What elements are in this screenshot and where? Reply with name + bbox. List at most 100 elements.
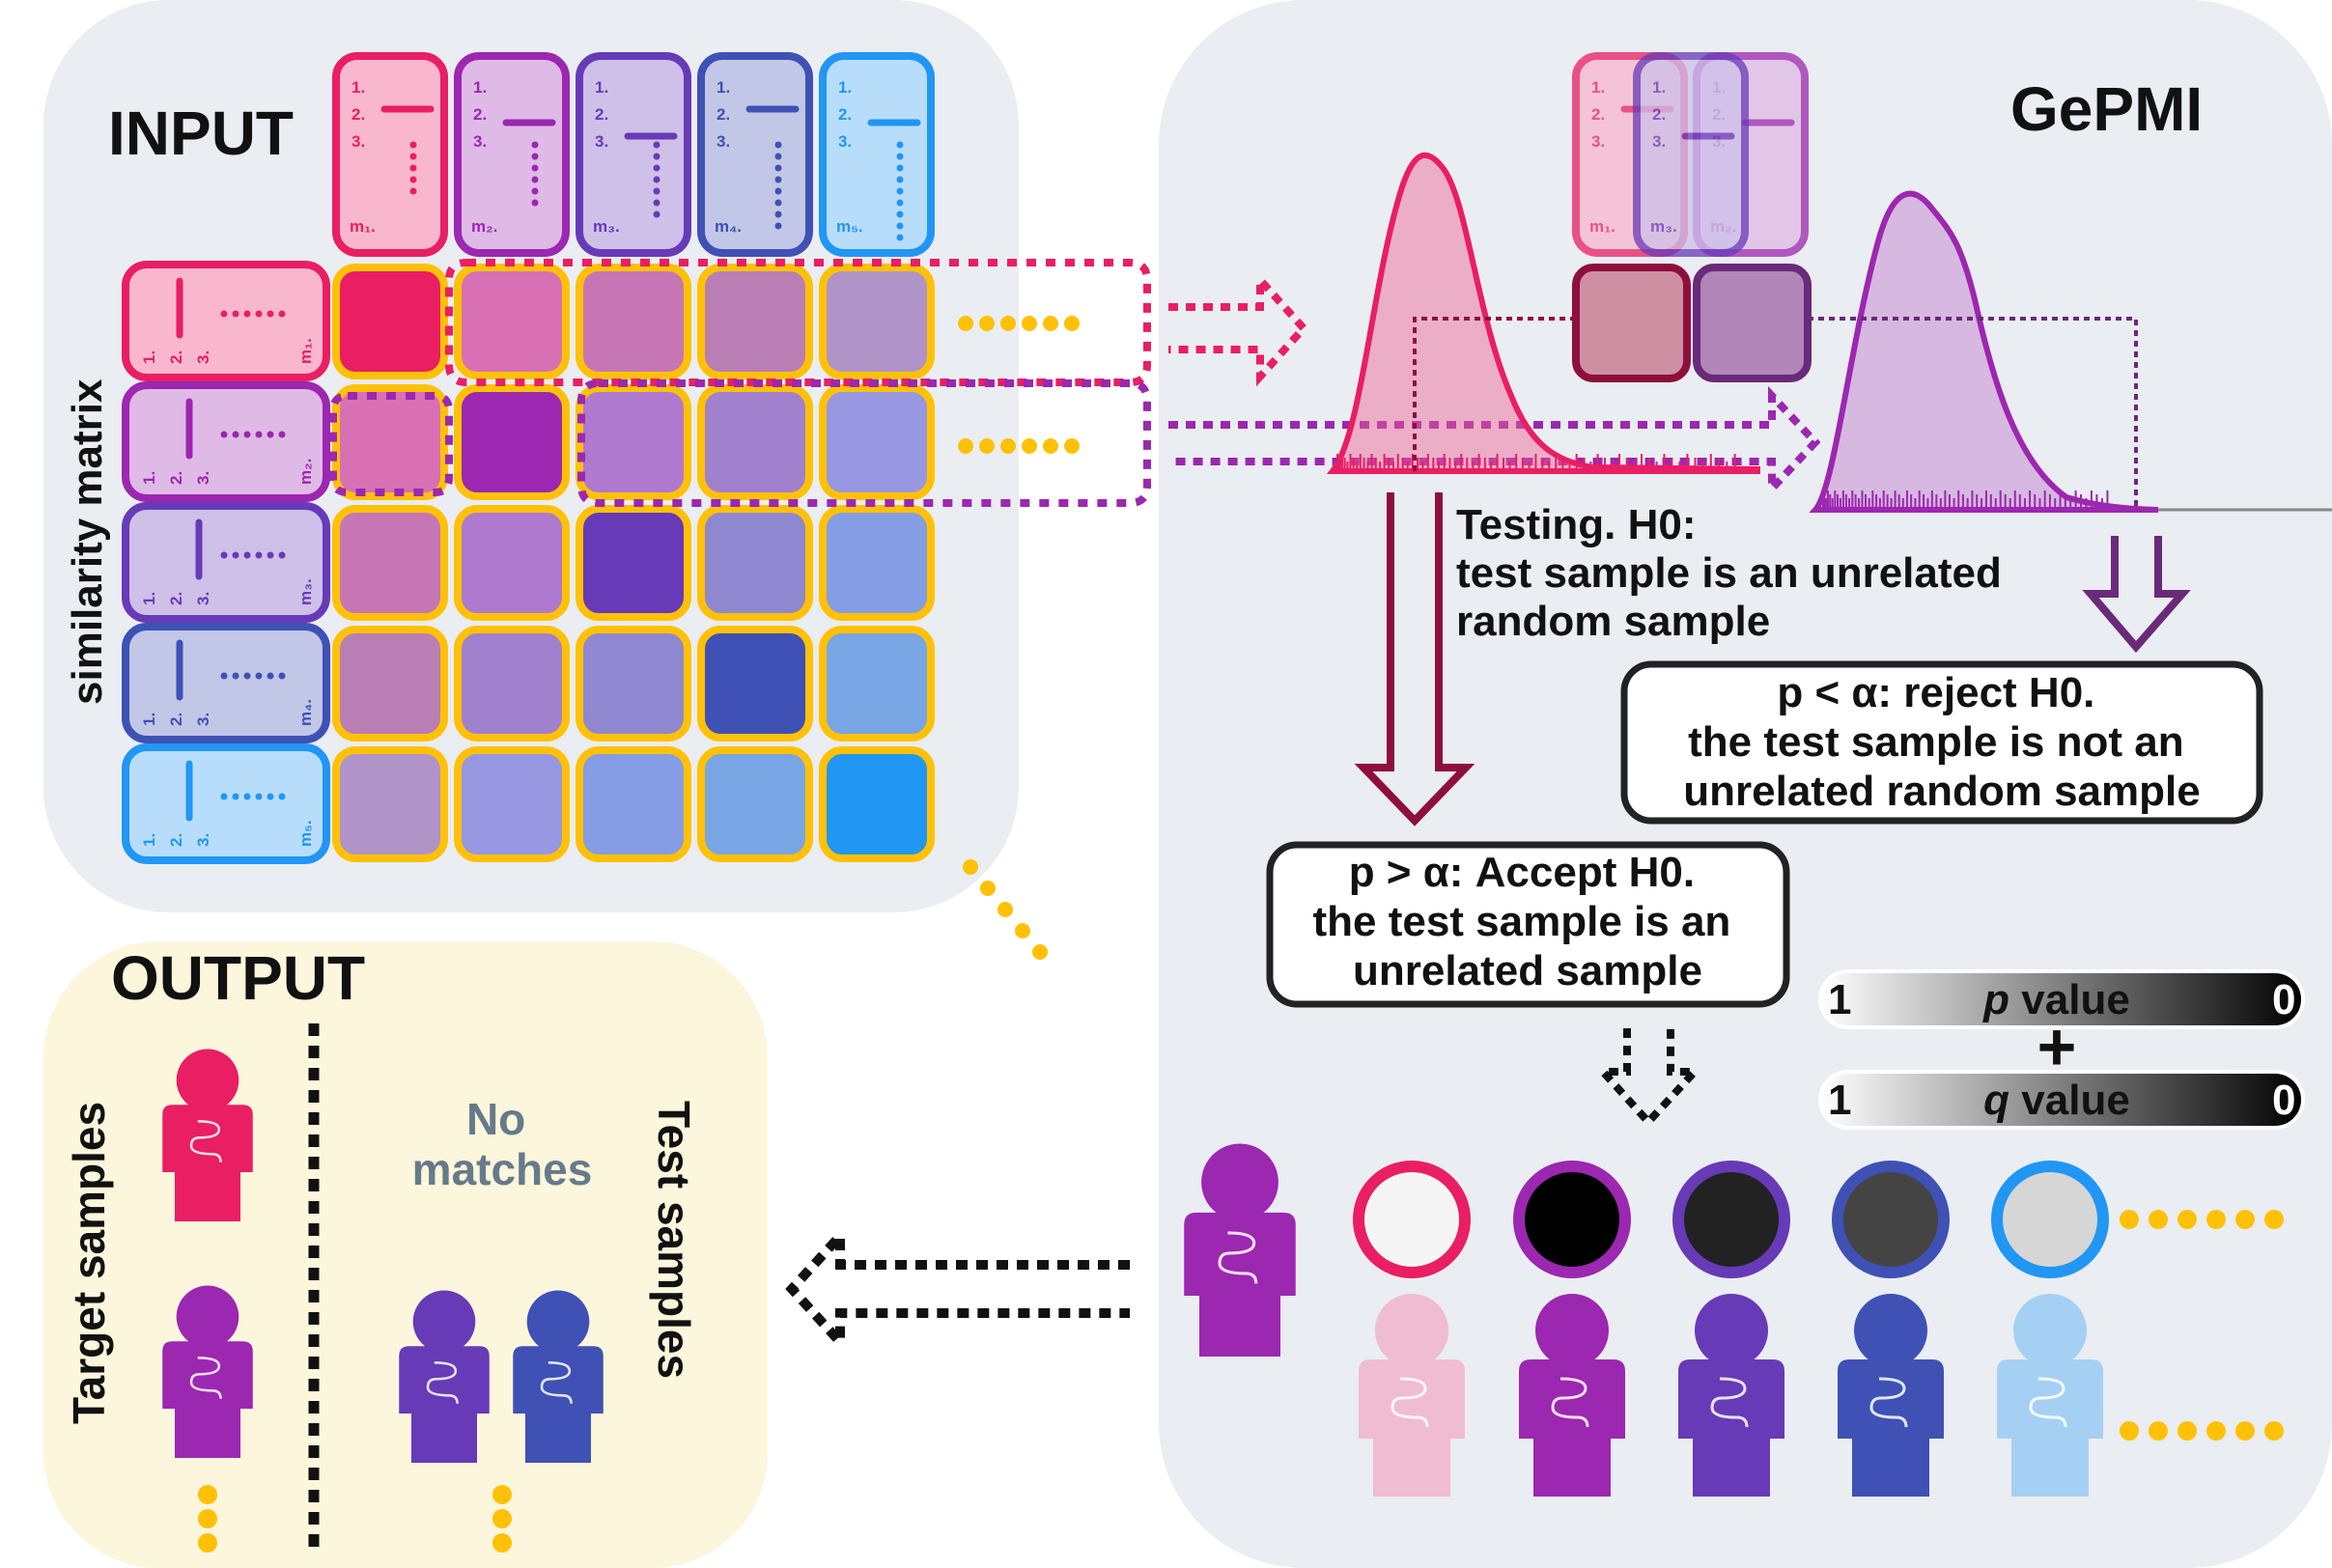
row1-loop — [445, 259, 1151, 386]
null-distribution-pink — [1326, 152, 1760, 474]
cell-2-3 — [576, 384, 691, 500]
p-scale-right: 0 — [2272, 976, 2295, 1023]
column-sample-2-dot — [531, 153, 539, 160]
cell-3-3 — [576, 505, 691, 621]
input-title: INPUT — [108, 98, 294, 168]
row-sample-1-index-3: 3. — [194, 350, 212, 364]
result-circle-2 — [1513, 1161, 1631, 1278]
results-more-dot-2 — [2120, 1421, 2139, 1441]
column-sample-1-name: m₁. — [350, 217, 376, 236]
row-sample-4-index-3: 3. — [194, 713, 212, 726]
reject-text-line-3: unrelated random sample — [1683, 768, 2200, 815]
column-sample-4-card — [697, 52, 813, 257]
row-sample-4-dot — [220, 672, 228, 680]
cell-5-4 — [697, 746, 813, 862]
row-sample-5-dot — [232, 793, 239, 800]
column-sample-2-dot — [531, 164, 539, 172]
column-sample-3-index-1: 1. — [595, 78, 608, 97]
column-sample-5-dot — [896, 210, 904, 218]
column-sample-2-name: m₂. — [471, 217, 497, 236]
matrix-more-dot — [1015, 923, 1030, 938]
mini-column-3-index-2: 2. — [1652, 105, 1666, 124]
compared-sample-columns: 1.2.3.m₁.1.2.3.m₂.1.2.3.m₃. — [1572, 52, 1809, 257]
test-statement-line-3: random sample — [1456, 598, 1770, 645]
results-arrow — [1593, 1028, 1704, 1128]
result-circle-4 — [1832, 1161, 1950, 1278]
p-scale-bar — [1818, 969, 2305, 1029]
cell-4-4 — [697, 626, 813, 742]
column-sample-3-dot — [653, 210, 660, 218]
row-sample-3-name: m₃. — [296, 578, 315, 605]
column-sample-1-dot — [409, 153, 417, 160]
matrix-more-dot — [963, 859, 978, 875]
row2-first-cell-loop — [329, 392, 453, 496]
cell-4-2 — [454, 626, 570, 742]
row-extraction-loops — [329, 259, 1151, 507]
test-statement-line-1: Testing. H0: — [1456, 501, 1697, 548]
row-sample-1-name: m₁. — [296, 338, 315, 364]
row-sample-4-name: m₄. — [296, 699, 315, 726]
accept-text-line-3: unrelated sample — [1353, 947, 1702, 994]
cell-3-1 — [332, 505, 448, 621]
row2-arrow — [1168, 385, 1821, 499]
results-more-dot-1 — [2177, 1210, 2197, 1229]
column-sample-4-dot — [774, 164, 782, 172]
column-sample-2-dot — [531, 176, 539, 183]
output-more-dot-1 — [198, 1485, 217, 1504]
reject-arrow — [2082, 536, 2191, 654]
column-sample-3-index-2: 2. — [595, 105, 608, 124]
row-sample-3-index-1: 1. — [140, 592, 158, 605]
row-sample-1-dot — [232, 310, 239, 318]
row-sample-3-index-2: 2. — [167, 592, 185, 605]
column-sample-1-card — [332, 52, 448, 257]
column-sample-4-dot — [774, 222, 782, 230]
matrix-more-dot — [997, 902, 1013, 917]
output-more-dot-1 — [198, 1509, 217, 1528]
column-sample-2-index-2: 2. — [473, 105, 487, 124]
row-sample-5-dot — [243, 793, 251, 800]
row-sample-3-dot — [255, 551, 263, 559]
row-1-more-dot — [958, 316, 973, 331]
matrix-more-dot — [1032, 944, 1048, 960]
row2-loop — [577, 379, 1151, 507]
cell-4-1 — [332, 626, 448, 742]
row-2-more-dot — [1000, 438, 1016, 454]
column-sample-3-index-3: 3. — [595, 132, 608, 151]
cell-5-3 — [576, 746, 691, 862]
mini-column-3-name: m₃. — [1650, 217, 1677, 236]
column-sample-5-name: m₅. — [836, 217, 863, 236]
results-more-dot-2 — [2264, 1421, 2284, 1441]
row-sample-2-dot — [255, 431, 263, 438]
row-1-more-dot — [1022, 316, 1037, 331]
column-sample-4-dot — [774, 210, 782, 218]
result-circle-5 — [1991, 1161, 2109, 1278]
column-sample-4-index-1: 1. — [716, 78, 730, 97]
mini-column-1-index-1: 1. — [1591, 78, 1605, 97]
mini-column-3-index-1: 1. — [1652, 78, 1666, 97]
cell-1-1 — [332, 264, 448, 379]
accept-text-line-1: p > α: Accept H0. — [1349, 849, 1695, 896]
cell-3-5 — [819, 505, 935, 621]
column-sample-5-dot — [896, 164, 904, 172]
column-sample-3-dot — [653, 164, 660, 172]
column-sample-2-dot — [531, 141, 539, 149]
cell-5-2 — [454, 746, 570, 862]
column-sample-2-dot — [531, 199, 539, 207]
observed-values-rug — [1336, 454, 2109, 510]
row-sample-3-dot — [220, 551, 228, 559]
column-sample-5-index-2: 2. — [838, 105, 852, 124]
column-sample-1-index-1: 1. — [351, 78, 365, 97]
row-sample-5-index-1: 1. — [140, 833, 158, 847]
cell-2-1 — [332, 384, 448, 500]
test-statement-line-2: test sample is an unrelated — [1456, 549, 2002, 597]
row-1-more-dot — [979, 316, 995, 331]
output-title: OUTPUT — [111, 943, 365, 1013]
cell-1-5 — [819, 264, 935, 379]
column-sample-5-card — [819, 52, 935, 257]
p-value-scale: 1 p value 0 — [1818, 969, 2305, 1029]
row-sample-4-dot — [243, 672, 251, 680]
cell-1-3 — [576, 264, 691, 379]
row-sample-2-dot — [220, 431, 228, 438]
column-sample-5-index-1: 1. — [838, 78, 852, 97]
test-samples-label: Test samples — [649, 1101, 699, 1379]
